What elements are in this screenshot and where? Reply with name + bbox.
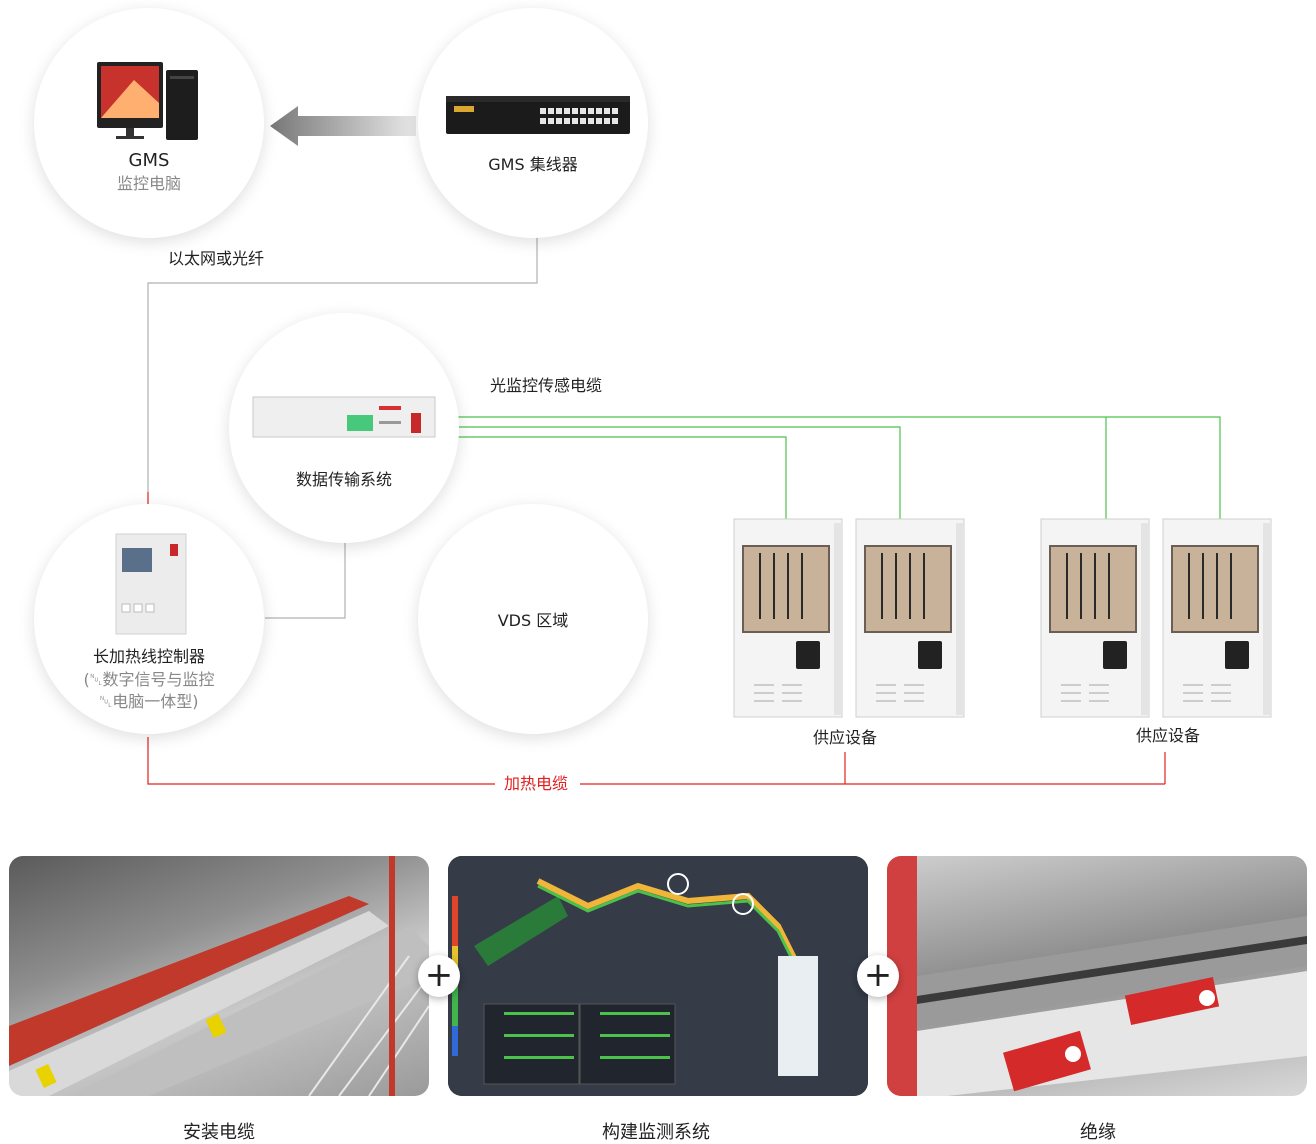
optical-cable-label: 光监控传感电缆 (490, 376, 603, 395)
data-system-title: 数据传输系统 (295, 470, 392, 489)
arrow-left-icon (270, 106, 416, 146)
ethernet-line (147, 237, 538, 492)
insulation-photo (887, 856, 1307, 1096)
network-switch-icon (446, 96, 630, 134)
vds-zone-node: VDS 区域 (418, 504, 648, 734)
controller-node: 长加热线控制器 (␀数字信号与监控 ␀电脑一体型) (34, 504, 264, 734)
gms-hub-title: GMS 集线器 (488, 155, 578, 174)
step-label-1: 安装电缆 (183, 1122, 255, 1143)
monitor-pc-icon (97, 62, 198, 140)
step-label-2: 构建监测系统 (602, 1122, 710, 1143)
install-cable-photo (9, 856, 429, 1096)
pipes-image (9, 856, 429, 1096)
data-system-node: 数据传输系统 (229, 313, 459, 543)
controller-line3: ␀电脑一体型) (99, 692, 199, 711)
gms-pc-subtitle: 监控电脑 (116, 174, 181, 193)
optical-line-3 (458, 436, 787, 519)
monitoring-screen-image (448, 856, 868, 1096)
supply-label-left: 供应设备 (812, 728, 877, 747)
step-label-3: 绝缘 (1080, 1122, 1116, 1143)
supply-label-right: 供应设备 (1135, 726, 1200, 745)
insulated-pipes-image (887, 856, 1307, 1096)
plus-icon-1: + (418, 955, 460, 997)
heating-cable-label: 加热电缆 (503, 774, 568, 793)
heating-cable-line-left (147, 737, 495, 785)
control-cabinet-icon (115, 533, 187, 635)
optical-line-1 (458, 416, 1221, 519)
plus-icon-2: + (857, 955, 899, 997)
optical-line-2 (458, 426, 901, 519)
ethernet-label: 以太网或光纤 (168, 249, 265, 268)
gms-pc-node: GMS 监控电脑 (34, 8, 264, 238)
gms-pc-title: GMS (128, 150, 170, 171)
vds-title: VDS 区域 (497, 611, 569, 630)
controller-line2: (␀数字信号与监控 (83, 670, 215, 689)
controller-title: 长加热线控制器 (92, 647, 205, 666)
gms-hub-node: GMS 集线器 (418, 8, 648, 238)
monitoring-system-photo (448, 856, 868, 1096)
system-controller-line (265, 540, 346, 619)
rack-unit-icon (252, 396, 436, 438)
